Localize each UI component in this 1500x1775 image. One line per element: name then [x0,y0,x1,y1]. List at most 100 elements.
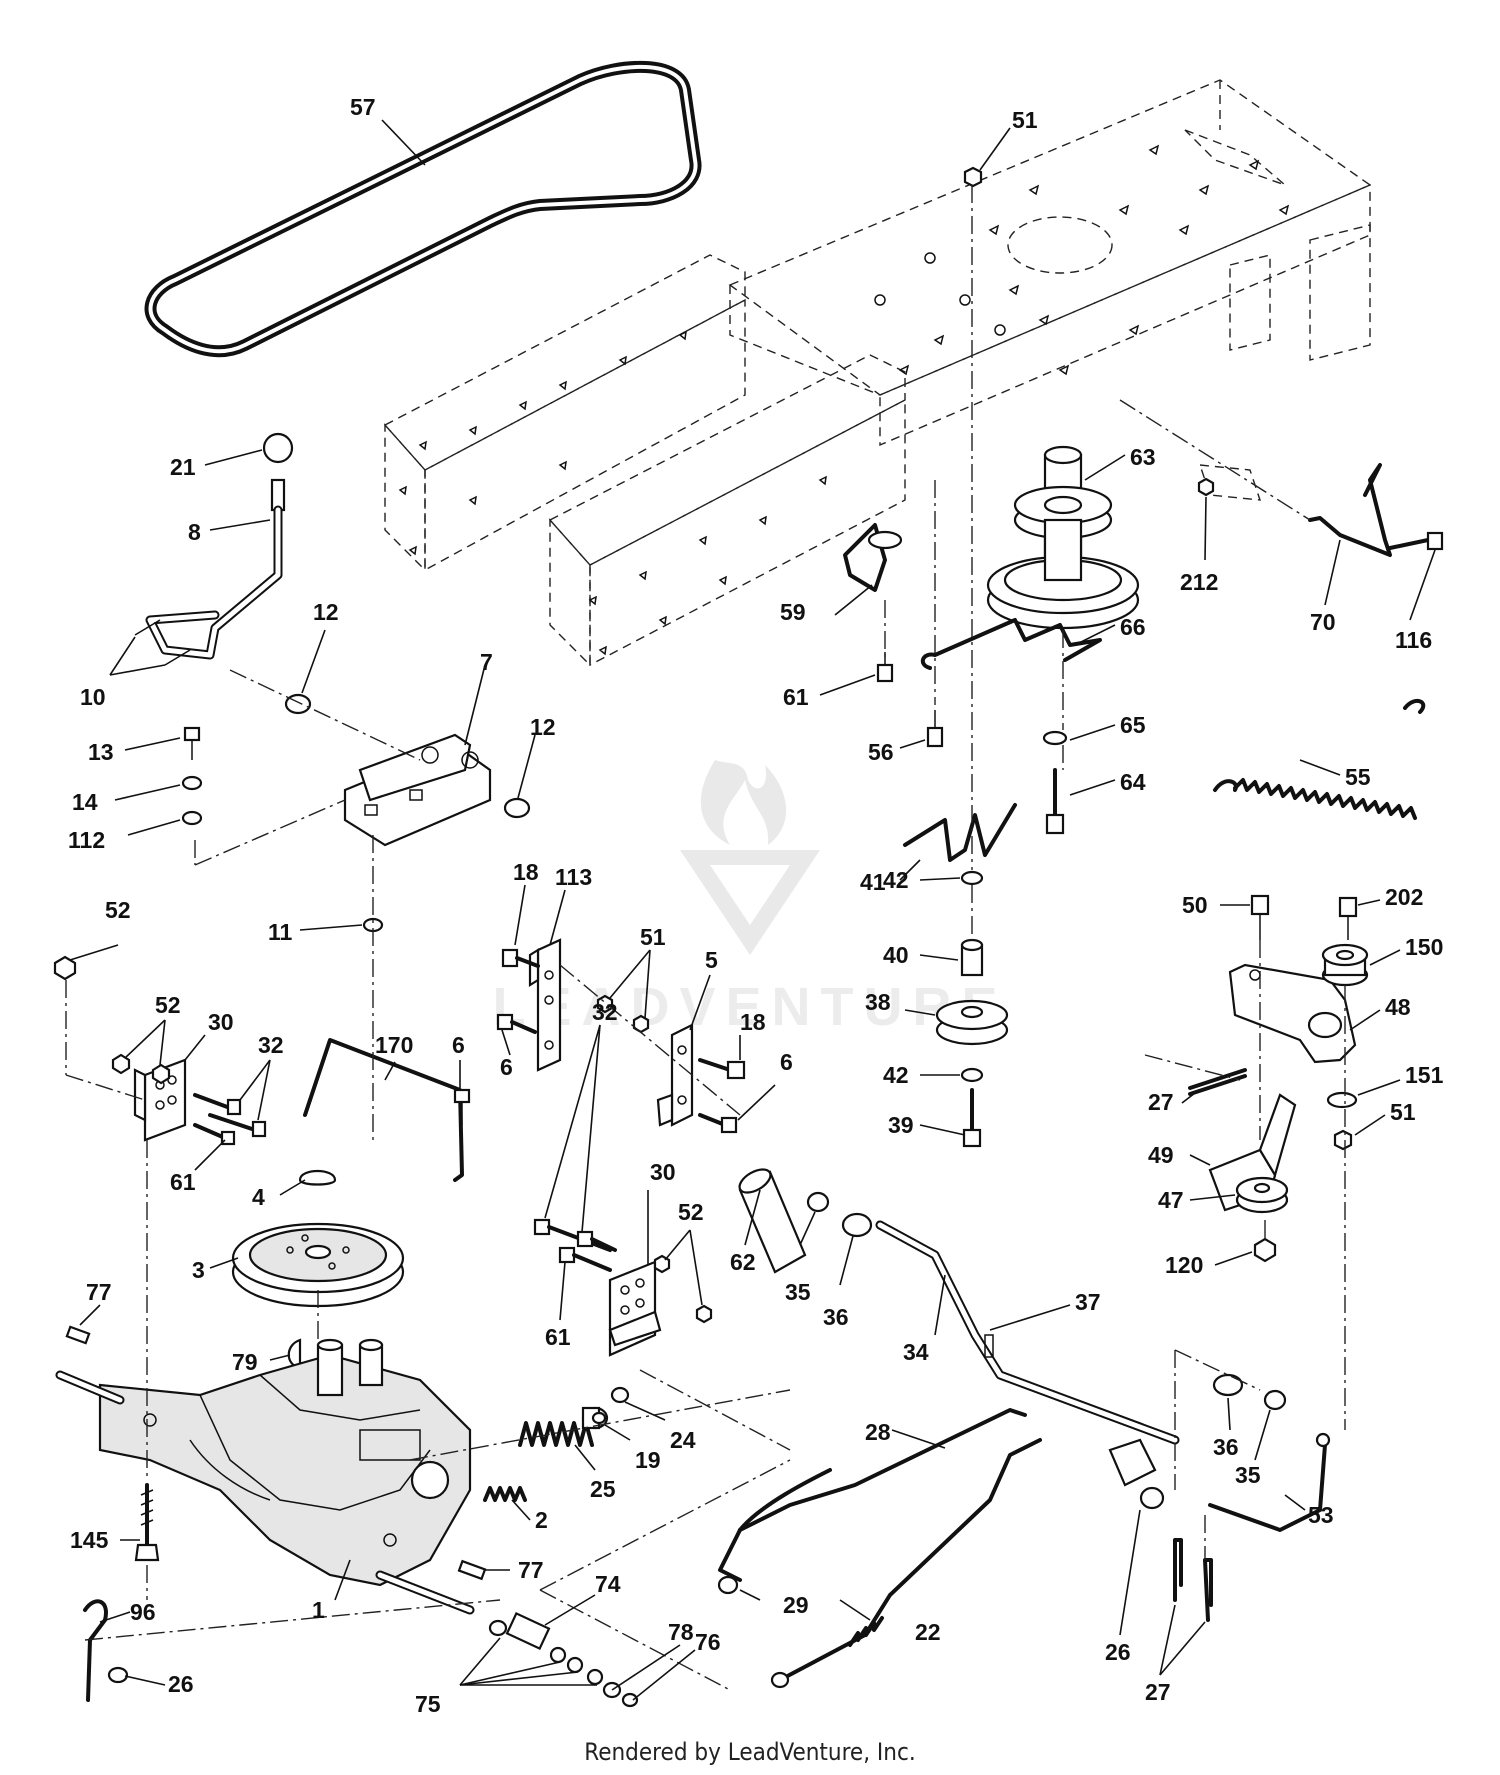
callout-41: 41 [860,869,886,895]
callout-8: 8 [188,519,201,545]
callout-27: 27 [1148,1089,1174,1115]
belt-guide-59 [843,523,903,592]
axle-spacers [488,1611,639,1708]
callout-77: 77 [518,1557,544,1583]
shift-lever [134,432,294,666]
callout-48: 48 [1385,994,1411,1020]
callout-112: 112 [68,827,105,853]
nut-52-d [695,1304,713,1324]
bolt-202 [1338,896,1358,940]
callout-57: 57 [350,94,376,120]
spacer-40 [960,938,984,977]
washer-35-lower [1263,1389,1287,1411]
callout-28: 28 [865,1419,891,1445]
bolt-145 [134,1483,160,1562]
callout-76: 76 [695,1629,721,1655]
rod-28 [738,1408,1027,1532]
nut-51-b [632,1014,650,1034]
pulley-63 [986,445,1140,630]
callout-7: 7 [480,649,493,675]
nut-120 [1253,1237,1277,1263]
callout-21: 21 [170,454,196,480]
nut-51-top [963,166,983,188]
hairpin-96 [83,1599,108,1702]
washer-151 [1326,1091,1358,1109]
bolt-18-left [501,948,540,968]
callout-59: 59 [780,599,806,625]
bolt-6-mid-left [496,1013,537,1034]
callout-labels: 57 51 21 8 10 12 7 12 13 14 112 11 52 52… [68,94,1444,1717]
washer-14 [181,775,203,791]
callout-37: 37 [1075,1289,1101,1315]
callout-10: 10 [80,684,106,710]
callout-52: 52 [678,1199,704,1225]
callout-14: 14 [72,789,98,815]
bolt-61-right [558,1246,612,1272]
callout-26: 26 [168,1671,194,1697]
bolt-32-d [576,1230,617,1252]
callout-62: 62 [730,1249,756,1275]
callout-6: 6 [500,1054,513,1080]
washer-42-upper [960,870,984,886]
callout-74: 74 [595,1571,621,1597]
callout-202: 202 [1385,884,1423,910]
bolt-32-c [533,1218,612,1252]
watermark-logo: LEADVENTURE [492,760,1007,1037]
callout-6: 6 [452,1032,465,1058]
rod-170 [308,1038,464,1182]
bolt-32-b [208,1113,267,1138]
callout-27: 27 [1145,1679,1171,1705]
callout-53: 53 [1308,1502,1334,1528]
callout-39: 39 [888,1112,914,1138]
washer-42-lower [960,1067,984,1083]
bracket-113 [528,938,562,1072]
callout-51: 51 [1390,1099,1416,1125]
watermark-text: LEADVENTURE [492,977,1007,1037]
bolt-64 [1045,768,1065,835]
frame-outline [383,79,1372,667]
callout-42: 42 [883,867,909,893]
washer-24 [610,1386,630,1404]
callout-77: 77 [86,1279,112,1305]
bolt-50 [1250,894,1270,940]
drive-belt [144,60,702,358]
callout-30: 30 [208,1009,234,1035]
nut-52-b [151,1063,171,1085]
assembly-lines [65,185,1346,1691]
cotter-pins-27-lower [1173,1538,1213,1622]
spring-25 [518,1421,594,1447]
callout-11: 11 [268,919,293,945]
callout-170: 170 [375,1032,413,1058]
callout-38: 38 [865,989,891,1015]
callout-29: 29 [783,1592,809,1618]
belt-guide-41 [903,803,1017,862]
pulley-38 [935,999,1009,1046]
bolt-6-mid-right [698,1113,738,1134]
callout-3: 3 [192,1257,205,1283]
callout-13: 13 [88,739,114,765]
rod-22 [770,1438,1042,1689]
callout-36: 36 [1213,1434,1239,1460]
callout-63: 63 [1130,444,1156,470]
bolt-61-left [193,1123,236,1146]
callout-4: 4 [252,1184,265,1210]
callout-18: 18 [513,859,539,885]
transaxle-1 [55,1338,475,1615]
bolt-116 [1388,531,1444,551]
bracket-30-right [608,1260,662,1357]
washer-12-lower [503,797,531,819]
callout-151: 151 [1405,1062,1444,1088]
callout-2: 2 [535,1507,548,1533]
callout-12: 12 [313,599,339,625]
callout-22: 22 [915,1619,941,1645]
callout-35: 35 [1235,1462,1261,1488]
callout-212: 212 [1180,569,1218,595]
bushing-29 [717,1575,739,1595]
callout-40: 40 [883,942,909,968]
washer-35-upper [806,1191,830,1213]
spring-55 [1213,698,1426,820]
callout-56: 56 [868,739,894,765]
pulley-3 [231,1222,405,1308]
callout-61: 61 [545,1324,571,1350]
